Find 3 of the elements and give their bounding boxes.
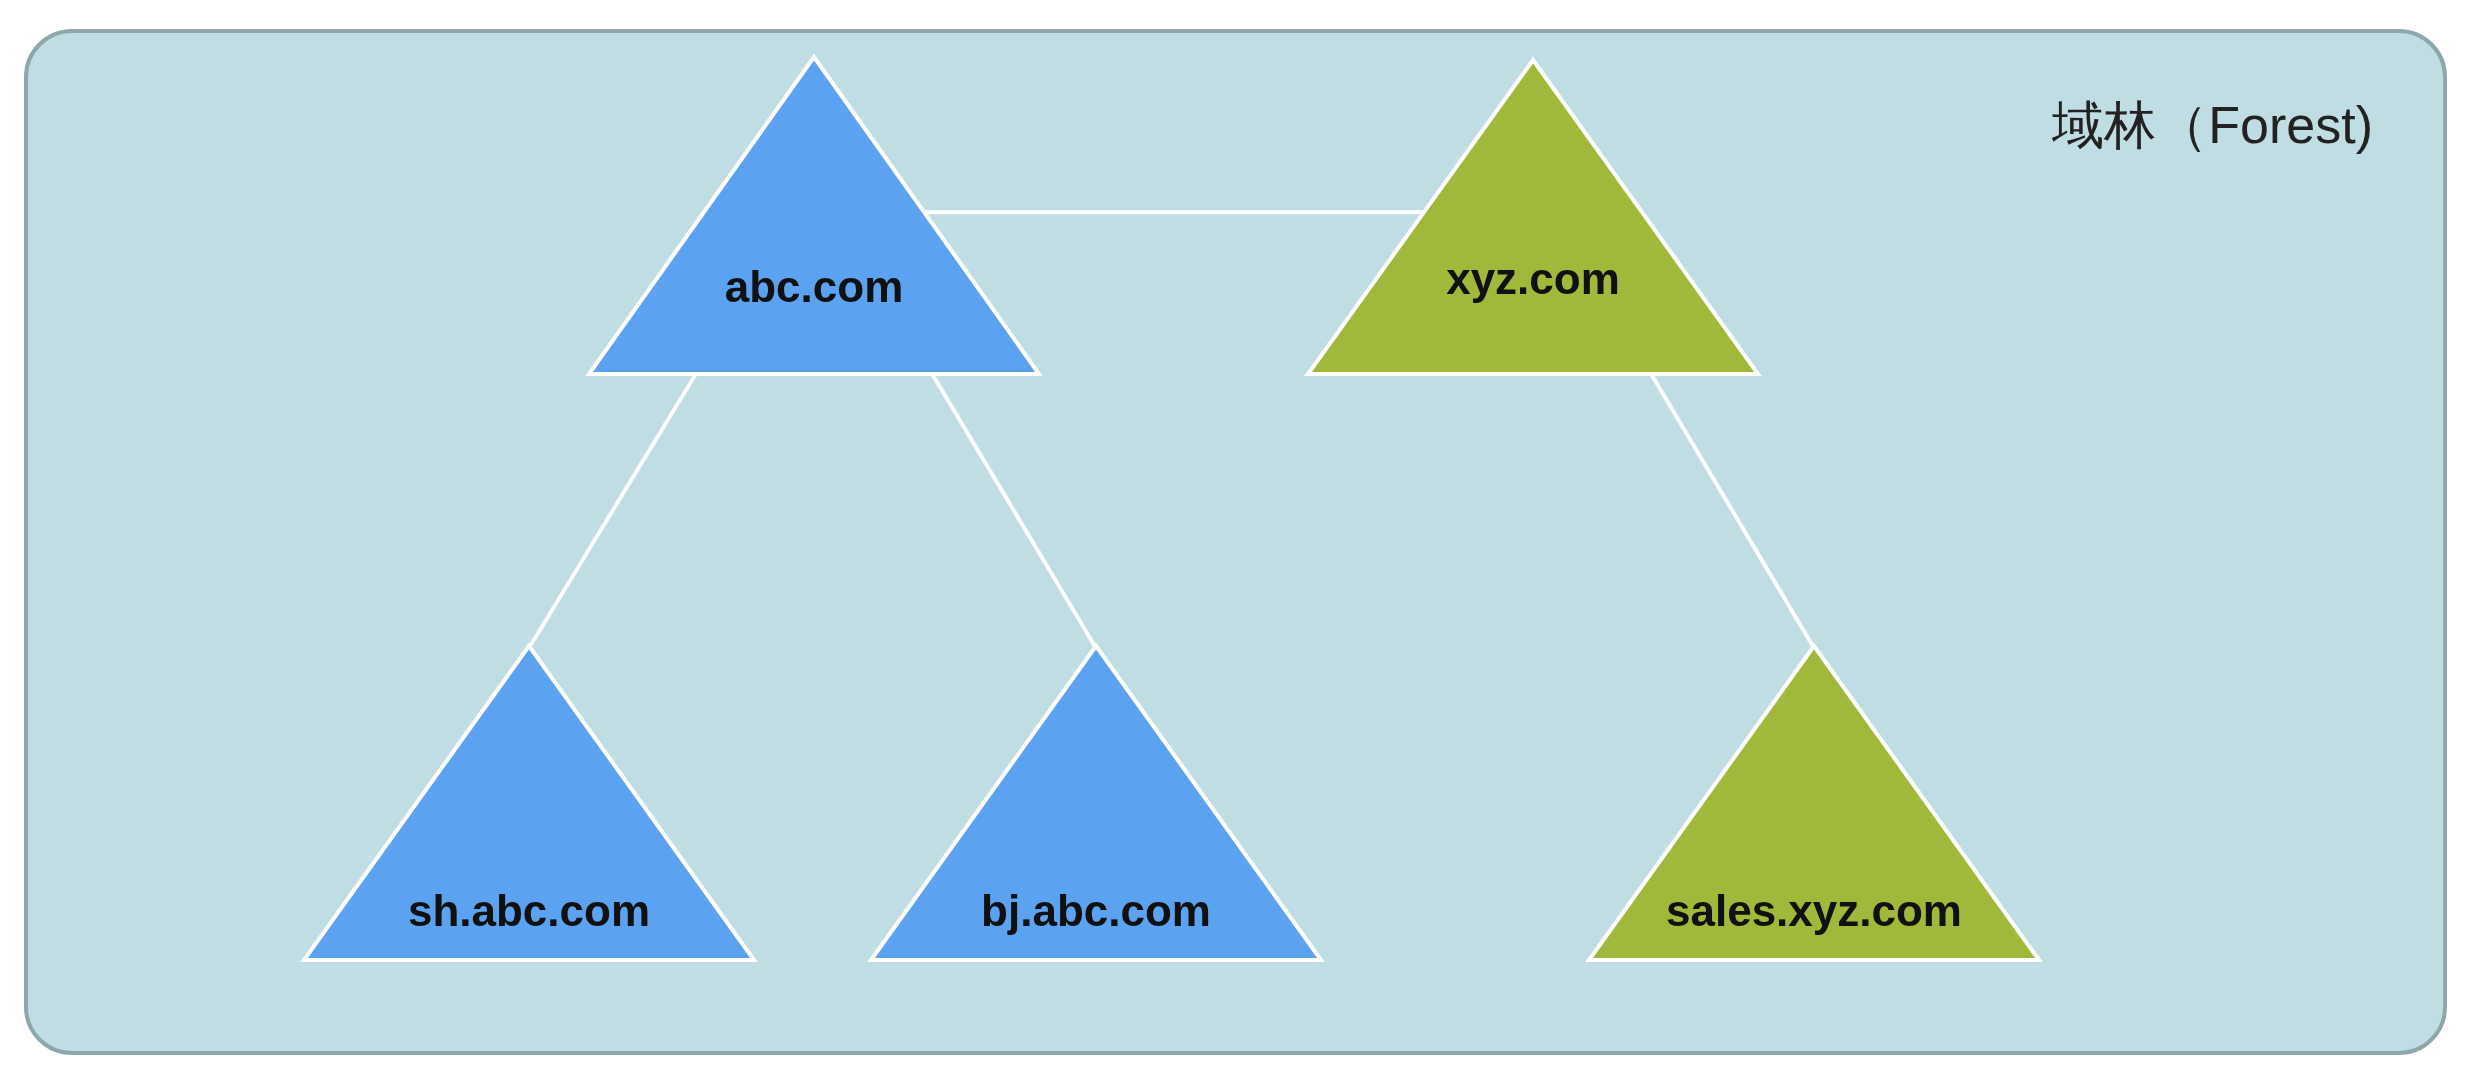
forest-panel bbox=[24, 29, 2447, 1055]
panel-title: 域林（Forest) bbox=[2052, 95, 2373, 156]
connector-line bbox=[924, 210, 1424, 215]
